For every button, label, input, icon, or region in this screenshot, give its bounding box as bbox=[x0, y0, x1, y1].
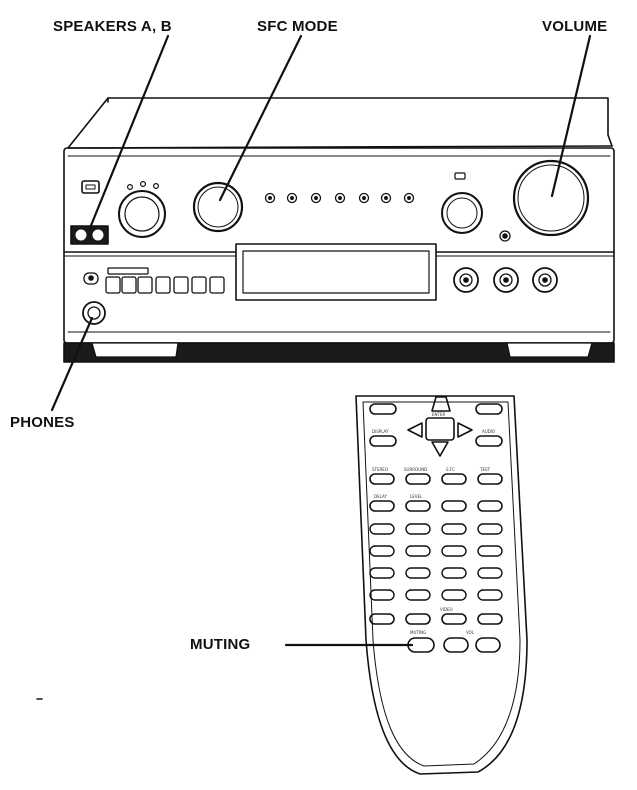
power-button[interactable] bbox=[81, 180, 100, 194]
muting-button[interactable] bbox=[407, 637, 435, 653]
speaker-b-button[interactable] bbox=[92, 229, 104, 241]
level-key-label: LEVEL bbox=[410, 494, 423, 499]
surround-button[interactable] bbox=[405, 473, 431, 485]
remote-control: ENTER DISPLAY AUDIO STEREO SURROUND S.FC… bbox=[355, 395, 528, 775]
volume-label: VOLUME bbox=[542, 18, 608, 35]
level-button[interactable] bbox=[405, 500, 431, 512]
delay-button[interactable] bbox=[369, 500, 395, 512]
function-buttons[interactable] bbox=[105, 267, 225, 294]
enter-button[interactable] bbox=[425, 417, 455, 441]
sfc-key-label: S.FC bbox=[446, 467, 455, 472]
volume-knob[interactable] bbox=[512, 159, 590, 237]
speaker-a-button[interactable] bbox=[75, 229, 87, 241]
display-window bbox=[235, 243, 437, 301]
sfc-mode-knob[interactable] bbox=[192, 181, 244, 233]
enter-key-label: ENTER bbox=[432, 412, 445, 417]
sfc-button[interactable] bbox=[441, 473, 467, 485]
speakers-leader-line bbox=[88, 34, 170, 230]
display-button[interactable] bbox=[369, 435, 397, 447]
phones-jack[interactable] bbox=[82, 301, 106, 325]
muting-key-label: MUTING bbox=[410, 630, 426, 635]
receiver-unit bbox=[63, 97, 615, 363]
right-foot bbox=[506, 342, 593, 358]
vol-key-label: VOL bbox=[466, 630, 475, 635]
test-button[interactable] bbox=[477, 473, 503, 485]
delay-key-label: DELAY bbox=[374, 494, 387, 499]
mode-buttons-row[interactable] bbox=[264, 192, 415, 204]
volume-leader-line bbox=[550, 34, 592, 198]
front-av-jacks[interactable] bbox=[453, 267, 558, 293]
remote-number-keys[interactable] bbox=[369, 523, 503, 601]
vol-down-button[interactable] bbox=[443, 637, 469, 653]
phones-label: PHONES bbox=[10, 414, 75, 431]
left-foot bbox=[91, 342, 179, 358]
display-key-label: DISPLAY bbox=[372, 429, 389, 434]
callout-lines bbox=[50, 34, 592, 647]
tuning-knob[interactable] bbox=[441, 192, 483, 234]
stereo-key-label: STEREO bbox=[372, 467, 388, 472]
vol-up-button[interactable] bbox=[475, 637, 501, 653]
test-key-label: TEST bbox=[479, 467, 491, 472]
phones-leader-line bbox=[50, 316, 94, 412]
sfc-mode-leader-line bbox=[218, 34, 303, 202]
sfc-mode-label: SFC MODE bbox=[257, 18, 338, 35]
video-button[interactable] bbox=[441, 613, 467, 625]
audio-button[interactable] bbox=[475, 435, 503, 447]
muting-label: MUTING bbox=[190, 636, 251, 653]
input-selector-knob[interactable] bbox=[118, 190, 166, 238]
stereo-button[interactable] bbox=[369, 473, 395, 485]
video-key-label: VIDEO bbox=[440, 607, 453, 612]
surround-key-label: SURROUND bbox=[404, 467, 427, 472]
speakers-label: SPEAKERS A, B bbox=[53, 18, 172, 35]
audio-key-label: AUDIO bbox=[482, 429, 495, 434]
